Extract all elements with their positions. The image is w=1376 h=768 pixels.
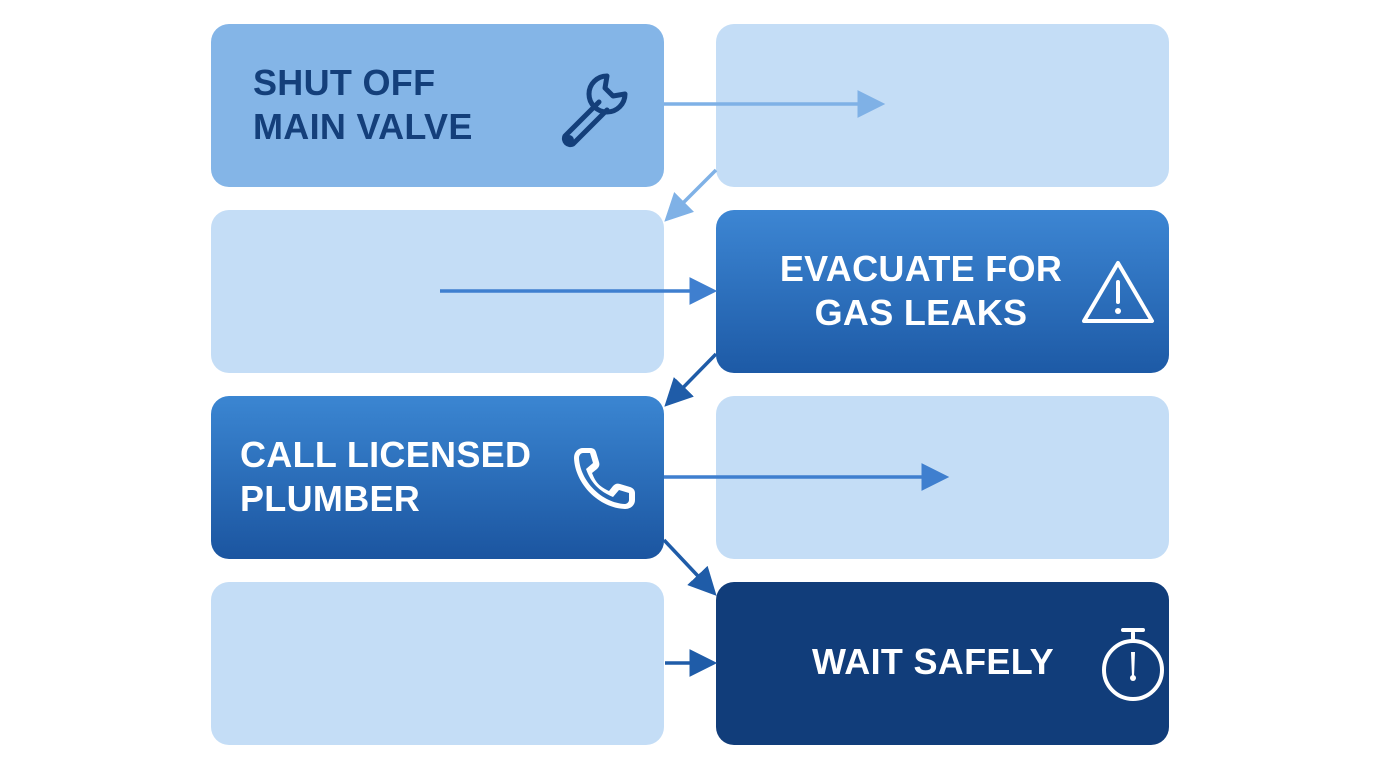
stopwatch-icon	[1102, 628, 1164, 701]
step-box-shut-off: SHUT OFF MAIN VALVE	[211, 24, 664, 187]
arrow-call-diagonal	[662, 538, 717, 596]
warning-icon	[1082, 261, 1154, 323]
step-box-call-plumber: CALL LICENSED PLUMBER	[211, 396, 664, 559]
step-label-shut-off: SHUT OFF MAIN VALVE	[253, 62, 473, 147]
step-label-wait: WAIT SAFELY	[812, 641, 1054, 682]
step-box-evacuate: EVACUATE FOR GAS LEAKS	[716, 210, 1169, 373]
arrow-evacuate-diagonal	[664, 352, 718, 407]
step-label-call-plumber: CALL LICENSED PLUMBER	[240, 434, 532, 519]
empty-box-r4-left	[211, 582, 664, 745]
arrow-r1-diagonal	[664, 168, 718, 222]
phone-icon	[574, 448, 635, 509]
wrench-icon	[561, 73, 628, 148]
step-box-wait: WAIT SAFELY	[716, 582, 1169, 745]
step-label-evacuate: EVACUATE FOR GAS LEAKS	[779, 248, 1063, 333]
